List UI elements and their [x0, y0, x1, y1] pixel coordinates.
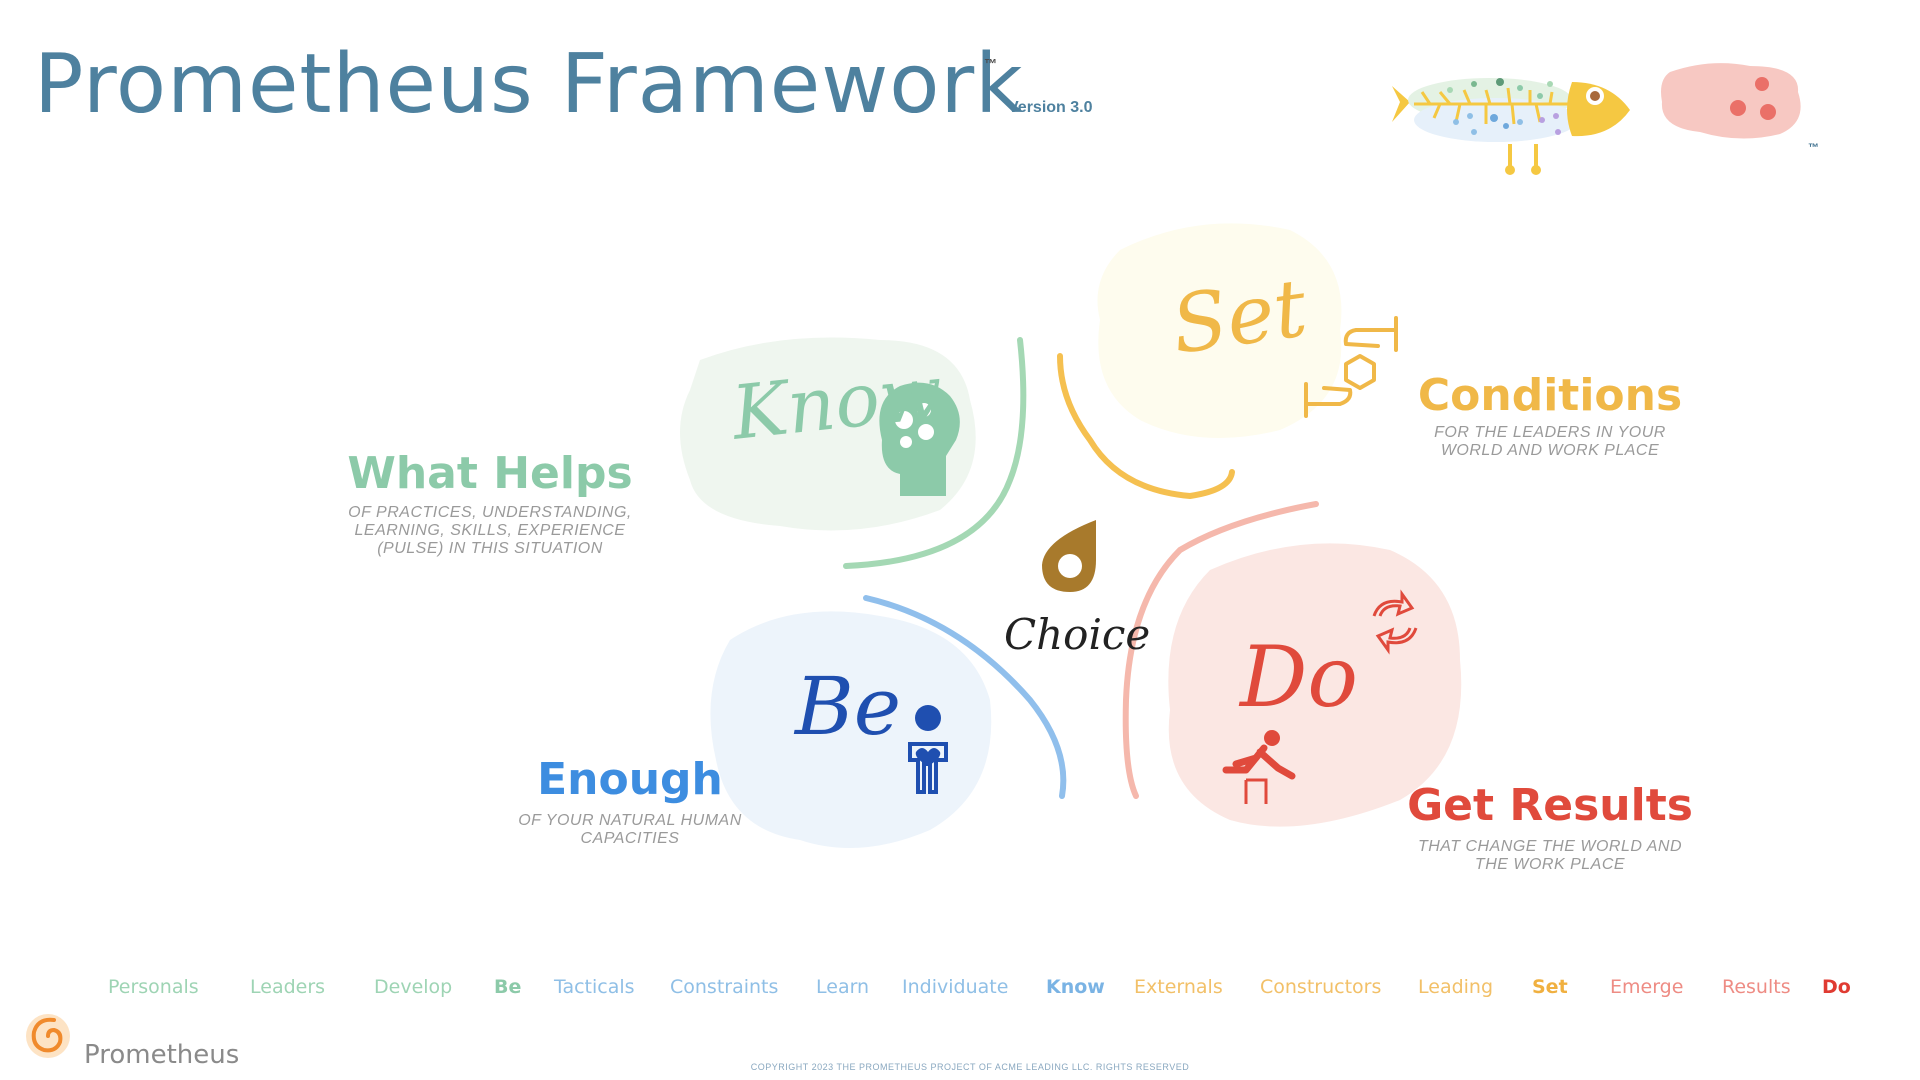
- nav-item-results[interactable]: Results: [1722, 976, 1791, 998]
- nav-item-leaders[interactable]: Leaders: [250, 976, 326, 998]
- do-word: Do: [1240, 628, 1358, 726]
- bottom-nav: Personals Leaders Develop Be Tacticals C…: [108, 976, 1868, 1006]
- location-pin-hole: [1058, 554, 1082, 578]
- what-helps-heading: What Helps: [347, 448, 633, 499]
- nav-item-tacticals[interactable]: Tacticals: [554, 976, 635, 998]
- trademark-mark: ™: [984, 56, 997, 71]
- get-results-heading: Get Results: [1407, 780, 1693, 831]
- nav-item-know[interactable]: Know: [1046, 976, 1105, 998]
- nav-item-do[interactable]: Do: [1822, 976, 1851, 998]
- choice-label: Choice: [1004, 610, 1151, 659]
- cycle-arrows-icon: [1372, 589, 1418, 655]
- fish-head-icon: [1567, 82, 1630, 137]
- set-word: Set: [1166, 261, 1313, 372]
- set-curve: [1057, 353, 1235, 500]
- nav-item-emerge[interactable]: Emerge: [1610, 976, 1684, 998]
- spiral-logo-icon: [26, 1014, 70, 1058]
- nav-item-set[interactable]: Set: [1532, 976, 1568, 998]
- nav-item-constructors[interactable]: Constructors: [1260, 976, 1382, 998]
- enough-subtitle: OF YOUR NATURAL HUMAN CAPACITIES: [518, 812, 742, 847]
- be-word: Be: [795, 660, 902, 753]
- nav-item-be[interactable]: Be: [494, 976, 522, 998]
- person-heart-icon: [908, 705, 948, 794]
- brand-name: Prometheus: [84, 1040, 240, 1070]
- fish-logo-icon: [1392, 63, 1801, 175]
- hurdle-runner-icon: [1222, 730, 1296, 804]
- nav-item-individuate[interactable]: Individuate: [902, 976, 1009, 998]
- location-pin-icon: [1042, 520, 1096, 592]
- what-helps-subtitle: OF PRACTICES, UNDERSTANDING, LEARNING, S…: [348, 504, 632, 557]
- nav-item-personals[interactable]: Personals: [108, 976, 199, 998]
- conditions-subtitle: FOR THE LEADERS IN YOUR WORLD AND WORK P…: [1434, 424, 1666, 459]
- nav-item-develop[interactable]: Develop: [374, 976, 453, 998]
- page-title: Prometheus Framework: [34, 37, 1024, 132]
- fish-tail-icon: [1392, 86, 1410, 122]
- nav-item-leading[interactable]: Leading: [1418, 976, 1494, 998]
- nav-item-constraints[interactable]: Constraints: [670, 976, 779, 998]
- copyright-text: COPYRIGHT 2023 THE PROMETHEUS PROJECT OF…: [750, 1062, 1190, 1072]
- hands-blocks-icon: [1304, 316, 1398, 418]
- conditions-heading: Conditions: [1417, 370, 1683, 421]
- nav-item-learn[interactable]: Learn: [816, 976, 870, 998]
- get-results-subtitle: THAT CHANGE THE WORLD AND THE WORK PLACE: [1417, 838, 1683, 873]
- red-blob-logo-icon: [1661, 63, 1801, 139]
- logo-trademark-mark: ™: [1808, 142, 1819, 154]
- fish-bones-icon: [1414, 87, 1574, 125]
- know-word: Know: [728, 349, 947, 457]
- enough-heading: Enough: [537, 754, 723, 805]
- nav-item-externals[interactable]: Externals: [1134, 976, 1223, 998]
- version-label: Version 3.0: [1008, 99, 1093, 116]
